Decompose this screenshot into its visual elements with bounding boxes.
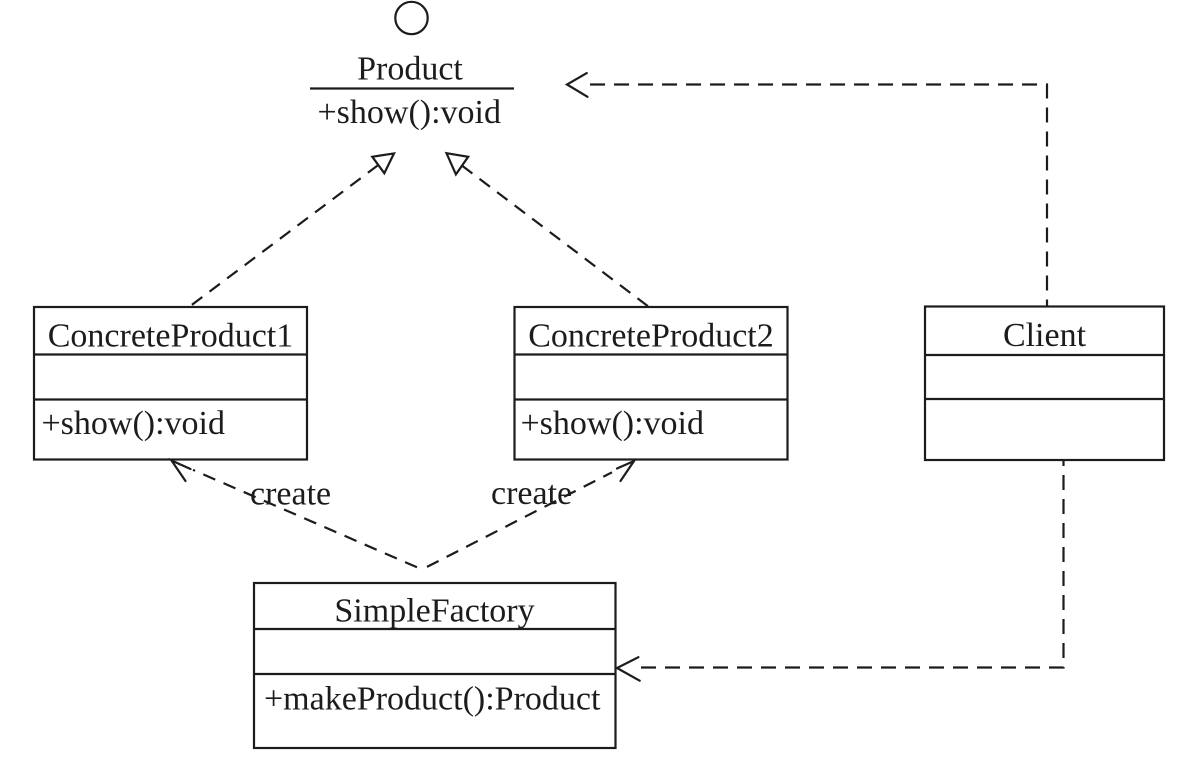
- svg-text:Product: Product: [357, 51, 463, 88]
- svg-text:create: create: [491, 475, 572, 512]
- svg-text:create: create: [250, 476, 331, 513]
- svg-text:+show():void: +show():void: [521, 405, 705, 442]
- svg-text:ConcreteProduct2: ConcreteProduct2: [528, 318, 774, 355]
- svg-text:ConcreteProduct1: ConcreteProduct1: [48, 318, 294, 355]
- svg-text:+show():void: +show():void: [318, 94, 502, 131]
- svg-text:+makeProduct():Product: +makeProduct():Product: [264, 681, 601, 718]
- svg-text:SimpleFactory: SimpleFactory: [334, 593, 534, 630]
- svg-text:Client: Client: [1003, 317, 1087, 354]
- svg-text:+show():void: +show():void: [42, 405, 226, 442]
